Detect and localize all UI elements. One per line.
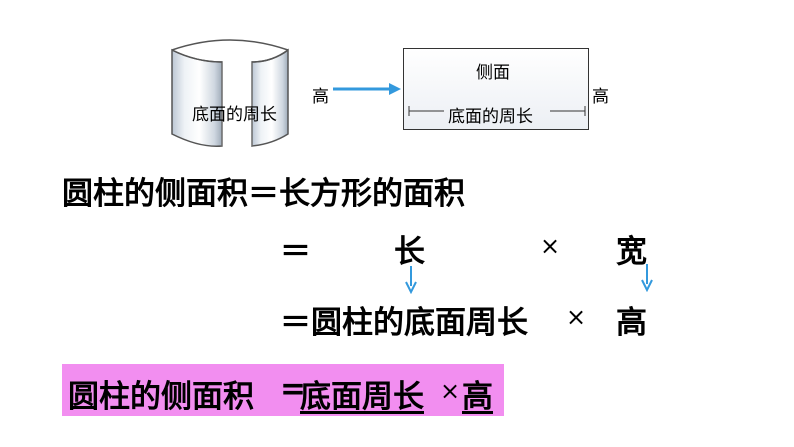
cylinder-figure <box>171 39 289 147</box>
length-down-arrow <box>405 266 417 294</box>
line2-times: × <box>540 232 561 260</box>
cylinder-height-label: 高 <box>312 87 329 107</box>
line2-width: 宽 <box>616 234 647 270</box>
rect-width-marker <box>408 106 586 116</box>
line2-equals: ＝ <box>280 234 311 270</box>
rect-bottom-label: 底面的周长 <box>448 107 533 127</box>
unrolled-rectangle <box>403 48 589 130</box>
derivation-line-1: 圆柱的侧面积＝长方形的面积 <box>62 176 465 212</box>
conclusion-left: 圆柱的侧面积 <box>68 379 254 415</box>
formula-highlight <box>62 364 504 416</box>
conclusion-times: × <box>440 377 461 405</box>
line3-height: 高 <box>616 305 647 341</box>
line2-length: 长 <box>394 234 425 270</box>
rect-lateral-label: 侧面 <box>476 63 510 83</box>
derivation-line-3: ＝圆柱的底面周长 <box>280 305 528 341</box>
width-down-arrow <box>641 264 653 292</box>
rect-height-label: 高 <box>592 87 609 107</box>
cylinder-perimeter-label: 底面的周长 <box>192 105 277 125</box>
conclusion-perimeter: 底面周长 <box>300 379 424 415</box>
unroll-arrow <box>333 83 401 95</box>
conclusion-height: 高 <box>462 379 493 415</box>
line3-times: × <box>566 303 587 331</box>
conclusion-equals: = <box>280 371 306 407</box>
